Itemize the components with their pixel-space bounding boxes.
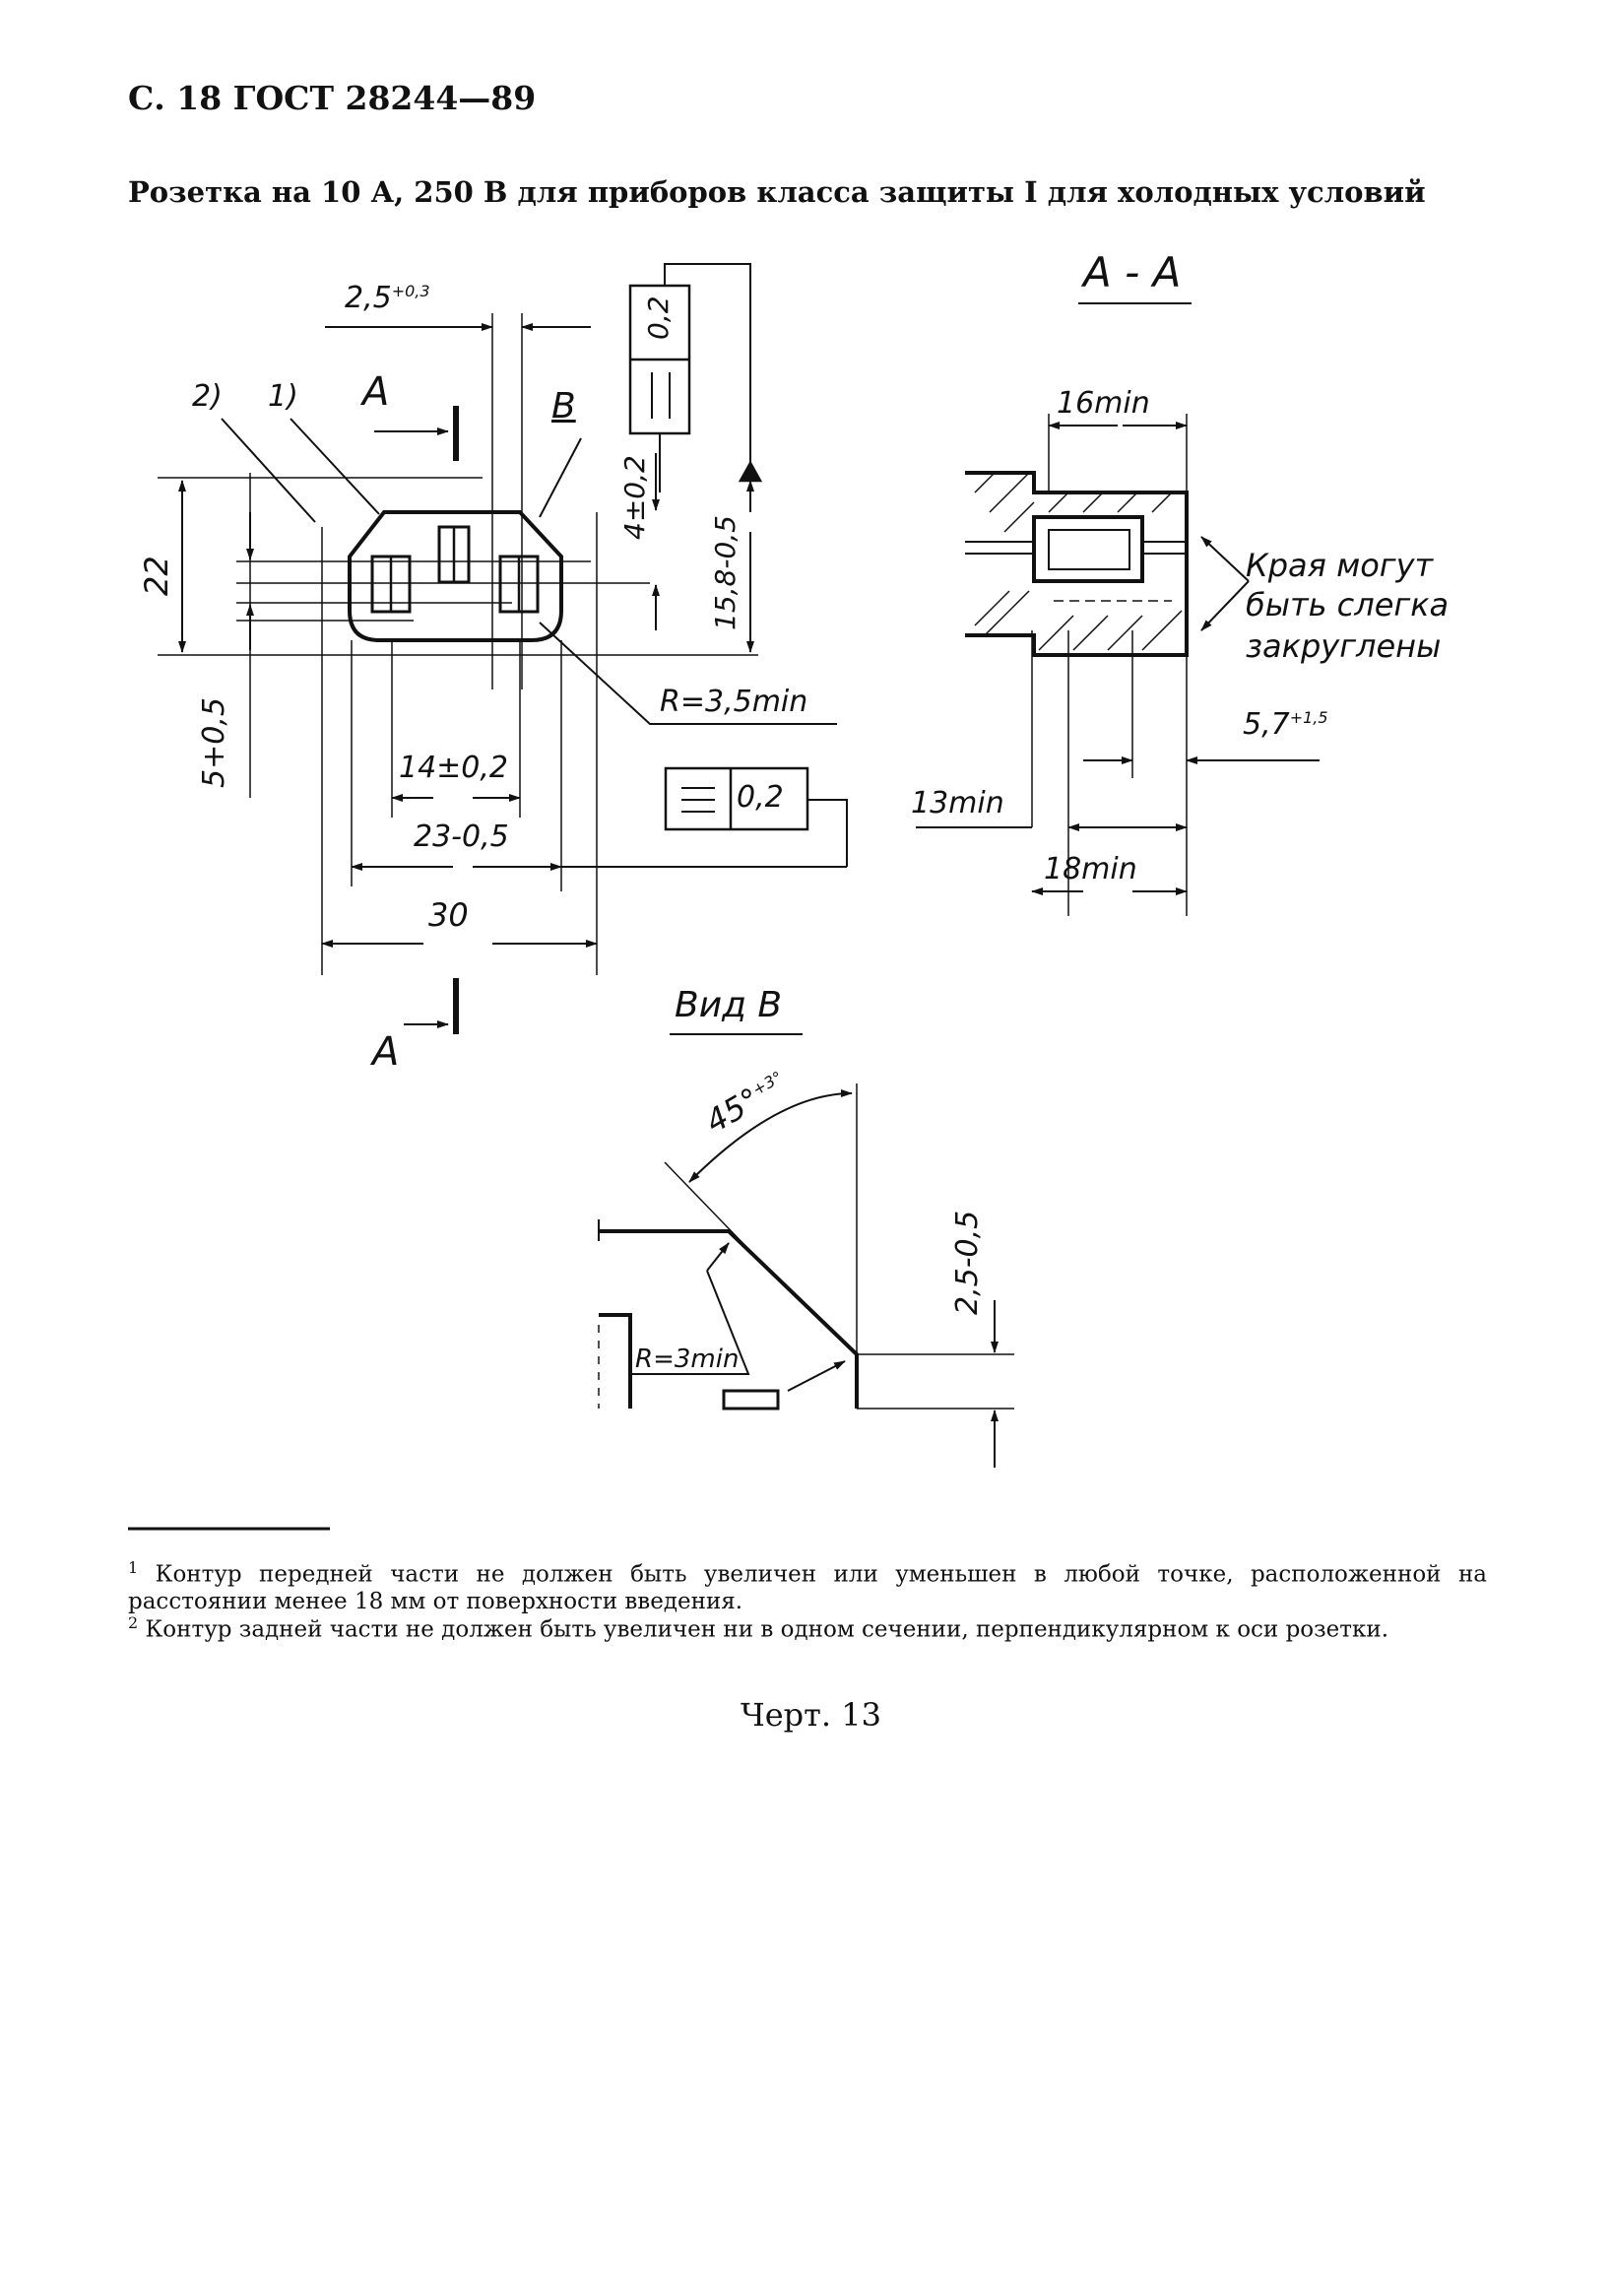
socket-outline: [348, 510, 563, 642]
tol-frame-top-value: 0,2: [642, 295, 675, 340]
dim-30: 30: [428, 896, 469, 934]
section-aa-title: А - А: [1083, 248, 1182, 296]
dim-22: 22: [138, 556, 175, 596]
figure-title: Розетка на 10 А, 250 В для приборов клас…: [128, 175, 1426, 209]
dim-18: 18min: [1044, 852, 1137, 886]
edge-note-line2: быть слегка: [1246, 586, 1450, 623]
view-b-title: Вид В: [675, 985, 783, 1025]
dim-4: 4±0,2: [618, 455, 651, 540]
page-reference: С. 18 ГОСТ 28244—89: [128, 79, 537, 117]
tol-frame-bottom-value: 0,2: [737, 780, 784, 815]
edge-note-line3: закруглены: [1246, 627, 1442, 665]
view-b-marker: В: [551, 386, 576, 426]
section-label-top: А: [362, 369, 390, 415]
dim-2-5: 2,5+0,3: [345, 281, 430, 315]
dim-16: 16min: [1057, 386, 1150, 421]
view-b: [598, 1033, 1014, 1468]
edge-note-line1: Края могут: [1246, 547, 1434, 584]
tolerance-frame-bottom: [664, 766, 809, 831]
section-label-bottom: А: [372, 1029, 400, 1075]
section-aa: [916, 302, 1320, 916]
dim-2-5-view-b: 2,5-0,5: [950, 1210, 985, 1315]
dim-5-7: 5,7+1,5: [1243, 707, 1328, 742]
dim-23: 23-0,5: [414, 820, 509, 854]
dim-14: 14±0,2: [399, 751, 509, 785]
radius-3-label: R=3min: [635, 1345, 740, 1374]
dim-13: 13min: [911, 786, 1004, 820]
radius-label: R=3,5min: [660, 685, 808, 719]
dim-15-8: 15,8-0,5: [709, 515, 742, 630]
footnote-2: 2 Контур задней части не должен быть уве…: [128, 1613, 1389, 1643]
note-1-label: 1): [268, 379, 298, 414]
figure-caption: Черт. 13: [741, 1696, 881, 1734]
footnote-1: 1 Контур передней части не должен быть у…: [128, 1558, 1488, 1614]
dim-5: 5+0,5: [197, 697, 231, 788]
front-view: [158, 263, 848, 1034]
note-2-label: 2): [192, 379, 223, 414]
